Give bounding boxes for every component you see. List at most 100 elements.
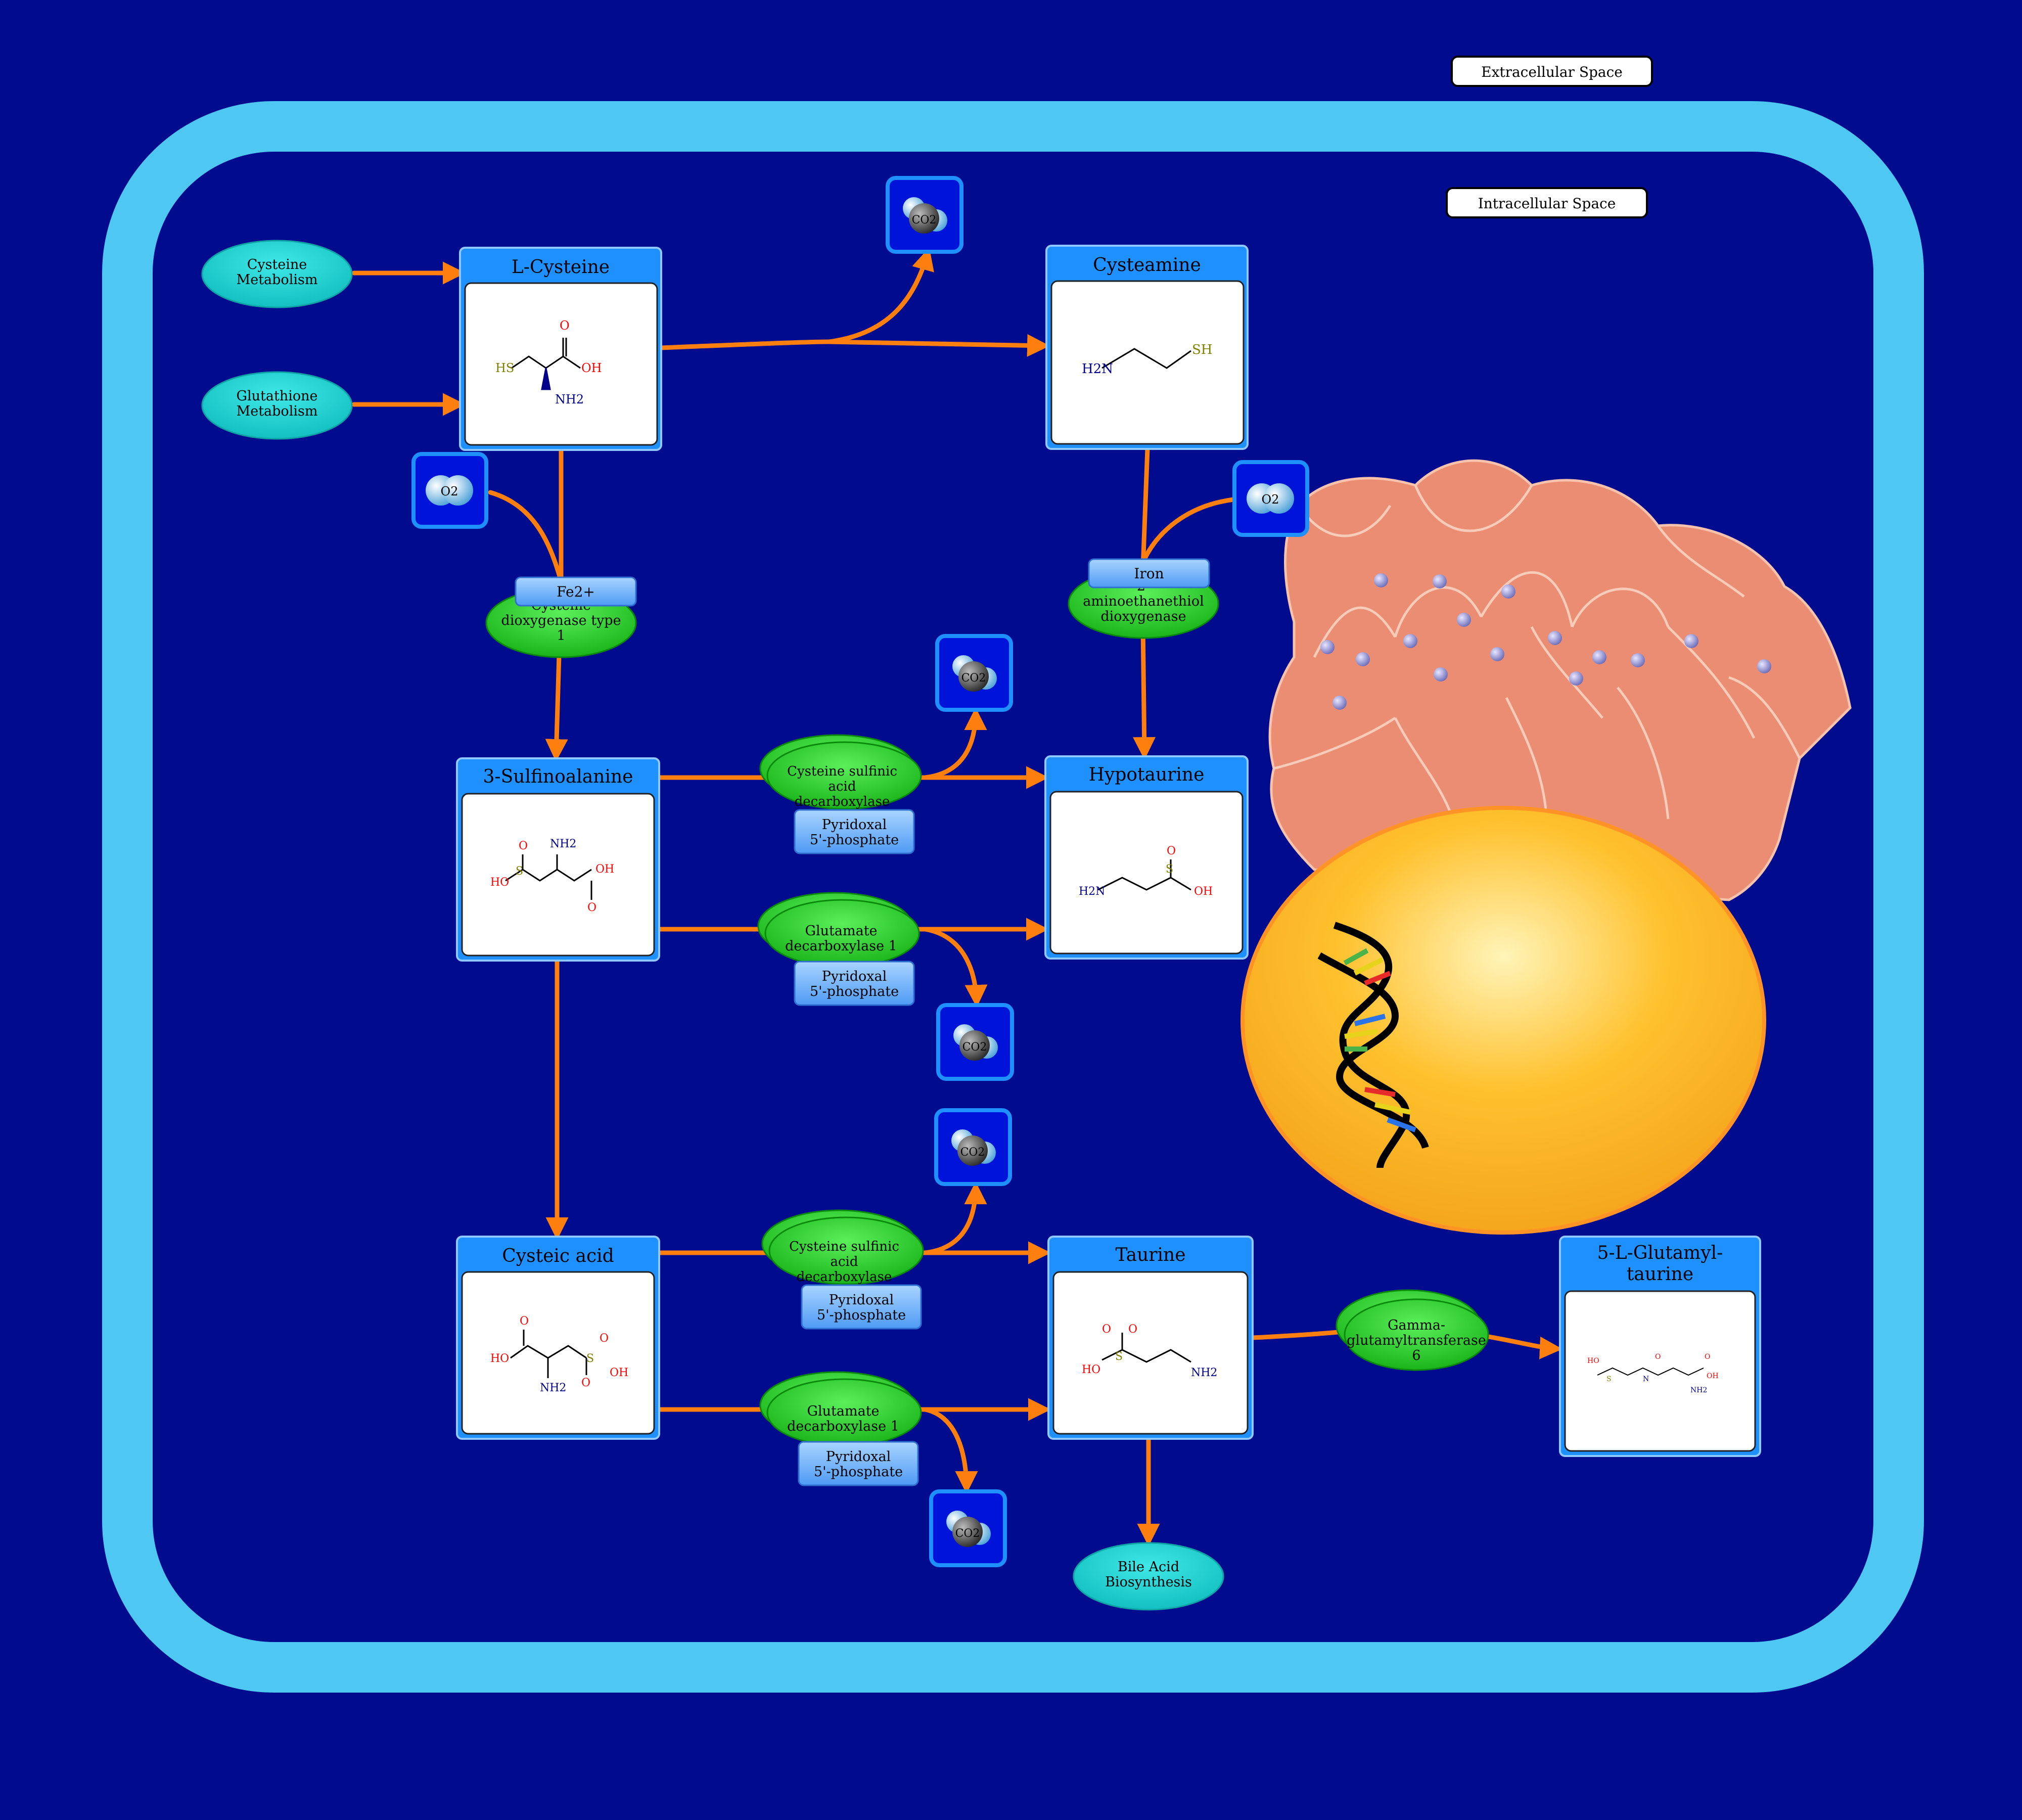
co2-icon-cysteic-csad: CO2 — [934, 1108, 1012, 1186]
svg-text:NH2: NH2 — [540, 1382, 566, 1394]
svg-text:6: 6 — [1412, 1348, 1420, 1363]
arrow-csad-to-co2 — [923, 707, 987, 780]
compound-l-cysteine[interactable]: L-Cysteine HS OH O NH2 — [459, 247, 662, 451]
svg-text:OH: OH — [581, 361, 602, 375]
cofactor-fe2[interactable]: Fe2+ — [515, 576, 637, 607]
svg-text:H2N: H2N — [1082, 361, 1113, 377]
arrow-o2-to-cdo — [488, 490, 564, 584]
svg-text:HO: HO — [490, 1352, 509, 1365]
cofactor-iron[interactable]: Iron — [1088, 558, 1210, 588]
svg-text:5-L-Glutamyl-: 5-L-Glutamyl- — [1597, 1243, 1723, 1263]
enzyme-gamma-glutamyltransferase-6[interactable]: Gamma- glutamyltransferase 6 — [1336, 1289, 1489, 1371]
svg-text:aminoethanethiol: aminoethanethiol — [1083, 594, 1204, 609]
svg-text:Pyridoxal: Pyridoxal — [829, 1292, 894, 1308]
svg-text:HS: HS — [495, 361, 514, 375]
arrow-l-cysteine-to-co2 — [826, 247, 934, 344]
svg-text:Cysteine sulfinic: Cysteine sulfinic — [789, 1239, 899, 1254]
svg-text:3-Sulfinoalanine: 3-Sulfinoalanine — [483, 766, 633, 787]
sulfinoalanine-structure — [505, 869, 592, 882]
arrow-gad-to-co2-lower — [923, 1407, 978, 1494]
svg-text:Hypotaurine: Hypotaurine — [1089, 764, 1205, 785]
o2-icon-cdo: O2 — [411, 452, 488, 529]
svg-text:S: S — [1115, 1350, 1123, 1363]
svg-text:acid: acid — [828, 779, 856, 794]
svg-text:5'-phosphate: 5'-phosphate — [814, 1464, 903, 1480]
cofactor-pyridoxal-5-phosphate-1[interactable]: Pyridoxal 5'-phosphate — [794, 809, 915, 854]
svg-text:O: O — [1167, 845, 1176, 857]
pathway-bile-acid-biosynthesis[interactable]: Bile Acid Biosynthesis — [1073, 1542, 1224, 1611]
mitochondrion-illustration — [1268, 459, 1852, 901]
svg-text:decarboxylase: decarboxylase — [795, 794, 890, 809]
svg-text:Taurine: Taurine — [1115, 1245, 1185, 1265]
svg-text:CO2: CO2 — [912, 214, 937, 226]
pathway-cysteine-metabolism[interactable]: Cysteine Metabolism — [201, 240, 353, 308]
arrow-csad-to-co2-lower — [923, 1181, 987, 1255]
svg-text:Pyridoxal: Pyridoxal — [822, 817, 887, 833]
enzyme-glutamate-decarboxylase-1-lower[interactable]: Glutamate decarboxylase 1 — [759, 1371, 922, 1447]
svg-text:CO2: CO2 — [961, 672, 986, 685]
svg-text:S: S — [1606, 1375, 1612, 1383]
svg-text:Bile Acid: Bile Acid — [1118, 1559, 1179, 1575]
svg-text:S: S — [516, 865, 523, 878]
svg-text:O: O — [1102, 1323, 1111, 1336]
cofactor-pyridoxal-5-phosphate-2[interactable]: Pyridoxal 5'-phosphate — [794, 961, 915, 1006]
svg-text:Cysteic acid: Cysteic acid — [502, 1246, 614, 1266]
cofactor-pyridoxal-5-phosphate-3[interactable]: Pyridoxal 5'-phosphate — [801, 1284, 922, 1330]
svg-text:OH: OH — [595, 863, 614, 876]
svg-text:HO: HO — [490, 876, 509, 889]
enzyme-cysteine-sulfinic-acid-decarboxylase-upper[interactable]: Cysteine sulfinic acid decarboxylase — [759, 734, 922, 810]
arrow-gad-to-co2-upper — [923, 927, 988, 1008]
compound-5-l-glutamyl-taurine[interactable]: 5-L-Glutamyl- taurine HO S N O NH2 OH O — [1559, 1236, 1761, 1457]
enzyme-cysteine-sulfinic-acid-decarboxylase-lower[interactable]: Cysteine sulfinic acid decarboxylase — [761, 1209, 924, 1285]
glutamyl-taurine-structure — [1597, 1367, 1704, 1376]
arrow-l-cysteine-to-cysteamine — [659, 334, 1050, 357]
svg-text:O: O — [1655, 1353, 1661, 1361]
svg-text:N: N — [1643, 1375, 1649, 1383]
pathway-glutathione-metabolism[interactable]: Glutathione Metabolism — [201, 371, 353, 440]
svg-text:O: O — [1705, 1353, 1710, 1361]
svg-text:Metabolism: Metabolism — [237, 403, 318, 419]
svg-text:O: O — [587, 901, 596, 914]
compound-hypotaurine[interactable]: Hypotaurine H2N S O OH — [1044, 755, 1249, 960]
svg-text:5'-phosphate: 5'-phosphate — [810, 984, 899, 999]
svg-text:Cysteine sulfinic: Cysteine sulfinic — [787, 764, 897, 779]
co2-icon-cysteic-gad: CO2 — [929, 1489, 1007, 1567]
svg-text:Metabolism: Metabolism — [237, 272, 318, 288]
extracellular-space-label: Extracellular Space — [1451, 56, 1653, 87]
svg-text:O: O — [519, 840, 528, 852]
dna-helix-icon — [1317, 922, 1429, 1168]
cofactor-pyridoxal-5-phosphate-4[interactable]: Pyridoxal 5'-phosphate — [798, 1441, 919, 1486]
svg-text:decarboxylase 1: decarboxylase 1 — [787, 1419, 899, 1434]
svg-text:CO2: CO2 — [960, 1146, 985, 1159]
svg-text:decarboxylase: decarboxylase — [797, 1269, 892, 1285]
compound-taurine[interactable]: Taurine O O S HO NH2 — [1047, 1236, 1254, 1440]
svg-text:NH2: NH2 — [1191, 1367, 1217, 1379]
svg-text:Cysteamine: Cysteamine — [1093, 255, 1201, 276]
svg-text:1: 1 — [557, 628, 565, 644]
compound-cysteamine[interactable]: Cysteamine H2N SH — [1045, 245, 1249, 450]
taurine-structure — [1101, 1349, 1191, 1363]
svg-text:5'-phosphate: 5'-phosphate — [810, 832, 899, 848]
co2-icon-sulfinoalanine-gad: CO2 — [936, 1003, 1014, 1081]
svg-text:OH: OH — [610, 1367, 628, 1379]
svg-text:NH2: NH2 — [555, 392, 584, 406]
svg-text:H2N: H2N — [1079, 885, 1105, 898]
svg-text:NH2: NH2 — [550, 838, 576, 850]
svg-text:dioxygenase type: dioxygenase type — [501, 613, 621, 628]
svg-text:CO2: CO2 — [962, 1041, 987, 1054]
svg-text:O2: O2 — [441, 484, 458, 498]
enzyme-glutamate-decarboxylase-1-upper[interactable]: Glutamate decarboxylase 1 — [757, 892, 920, 968]
svg-text:NH2: NH2 — [1690, 1386, 1707, 1394]
svg-text:dioxygenase: dioxygenase — [1100, 609, 1186, 624]
svg-text:Glutamate: Glutamate — [807, 1403, 879, 1419]
compound-3-sulfinoalanine[interactable]: 3-Sulfinoalanine O S HO NH2 OH O — [456, 757, 660, 962]
svg-text:5'-phosphate: 5'-phosphate — [817, 1307, 906, 1323]
compound-cysteic-acid[interactable]: Cysteic acid O HO NH2 S O O OH — [456, 1236, 660, 1440]
svg-text:O: O — [560, 318, 570, 333]
cell-membrane — [102, 101, 1924, 1693]
co2-icon-sulfinoalanine-csad: CO2 — [935, 634, 1013, 712]
svg-text:HO: HO — [1587, 1357, 1599, 1365]
svg-text:O2: O2 — [1262, 492, 1279, 507]
svg-text:O: O — [520, 1315, 529, 1328]
